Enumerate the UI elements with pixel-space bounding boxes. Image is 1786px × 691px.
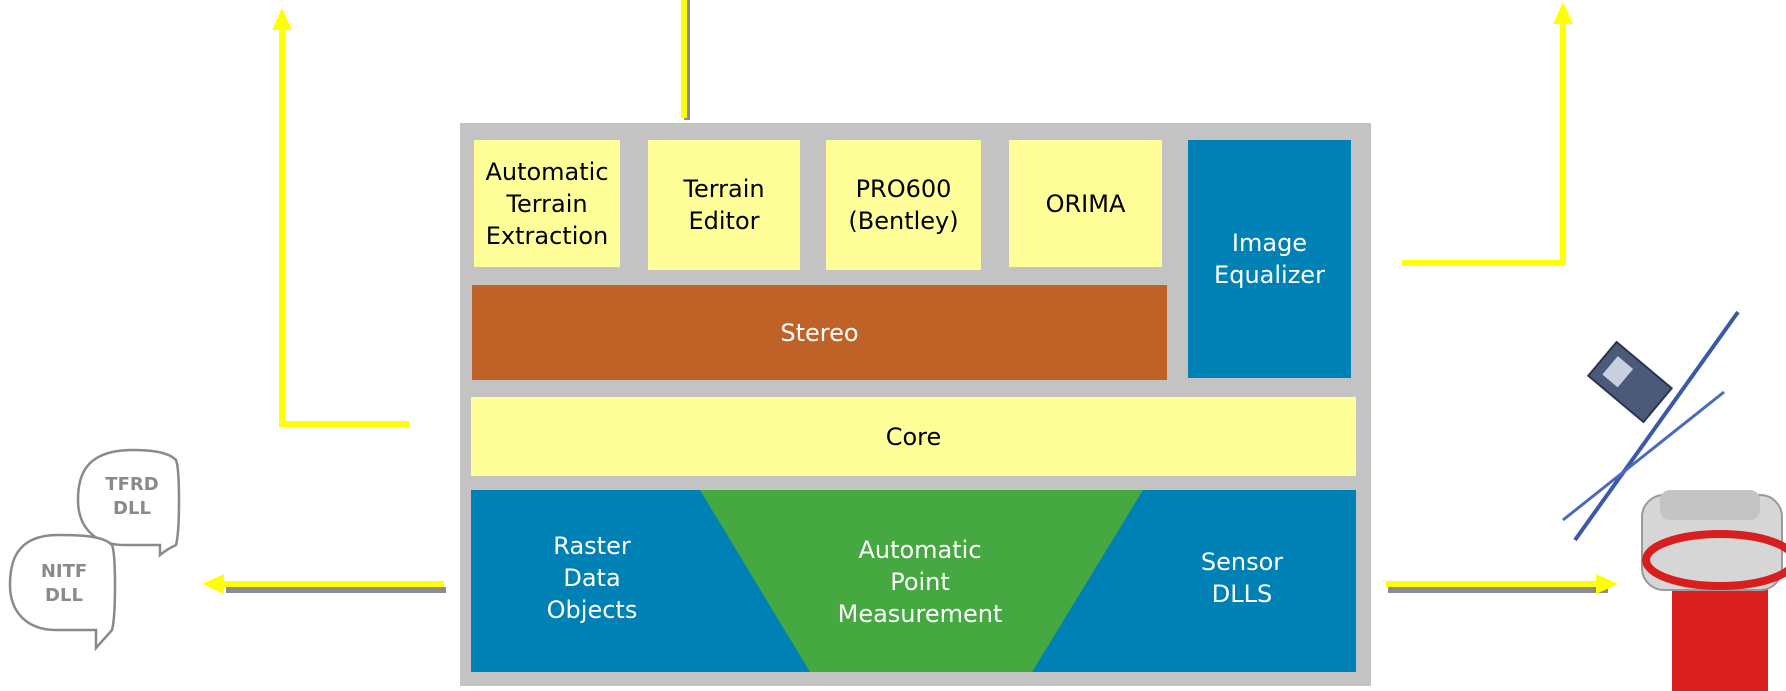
right-arrowhead	[1596, 574, 1618, 594]
module-image-equalizer: Image Equalizer	[1188, 140, 1351, 378]
sensor-camera-icon	[1641, 490, 1786, 691]
module-terrain-editor: Terrain Editor	[648, 140, 800, 270]
module-stereo: Stereo	[472, 285, 1167, 380]
nitf-dll-bubble	[8, 533, 117, 652]
tfrd-dll-label: TFRD DLL	[105, 474, 159, 519]
module-sensor-dlls: Sensor DLLS	[1200, 548, 1284, 608]
module-raster-data-objects: Raster Data Objects	[546, 532, 638, 624]
module-automatic-point-measurement: Automatic Point Measurement	[837, 536, 1003, 628]
left-up-arrowhead	[272, 8, 292, 30]
tfrd-dll-bubble	[76, 448, 181, 558]
nitf-dll-label: NITF DLL	[40, 561, 88, 606]
module-core: Core	[471, 397, 1356, 476]
module-automatic-terrain-extraction: Automatic Terrain Extraction	[474, 140, 620, 267]
left-arrowhead	[202, 574, 224, 594]
right-up-arrow	[1402, 16, 1566, 266]
module-orima: ORIMA	[1009, 140, 1162, 267]
left-up-arrow	[279, 22, 409, 427]
right-up-arrowhead	[1553, 2, 1573, 24]
module-pro600: PRO600 (Bentley)	[826, 140, 981, 270]
satellite-icon	[1562, 310, 1740, 542]
